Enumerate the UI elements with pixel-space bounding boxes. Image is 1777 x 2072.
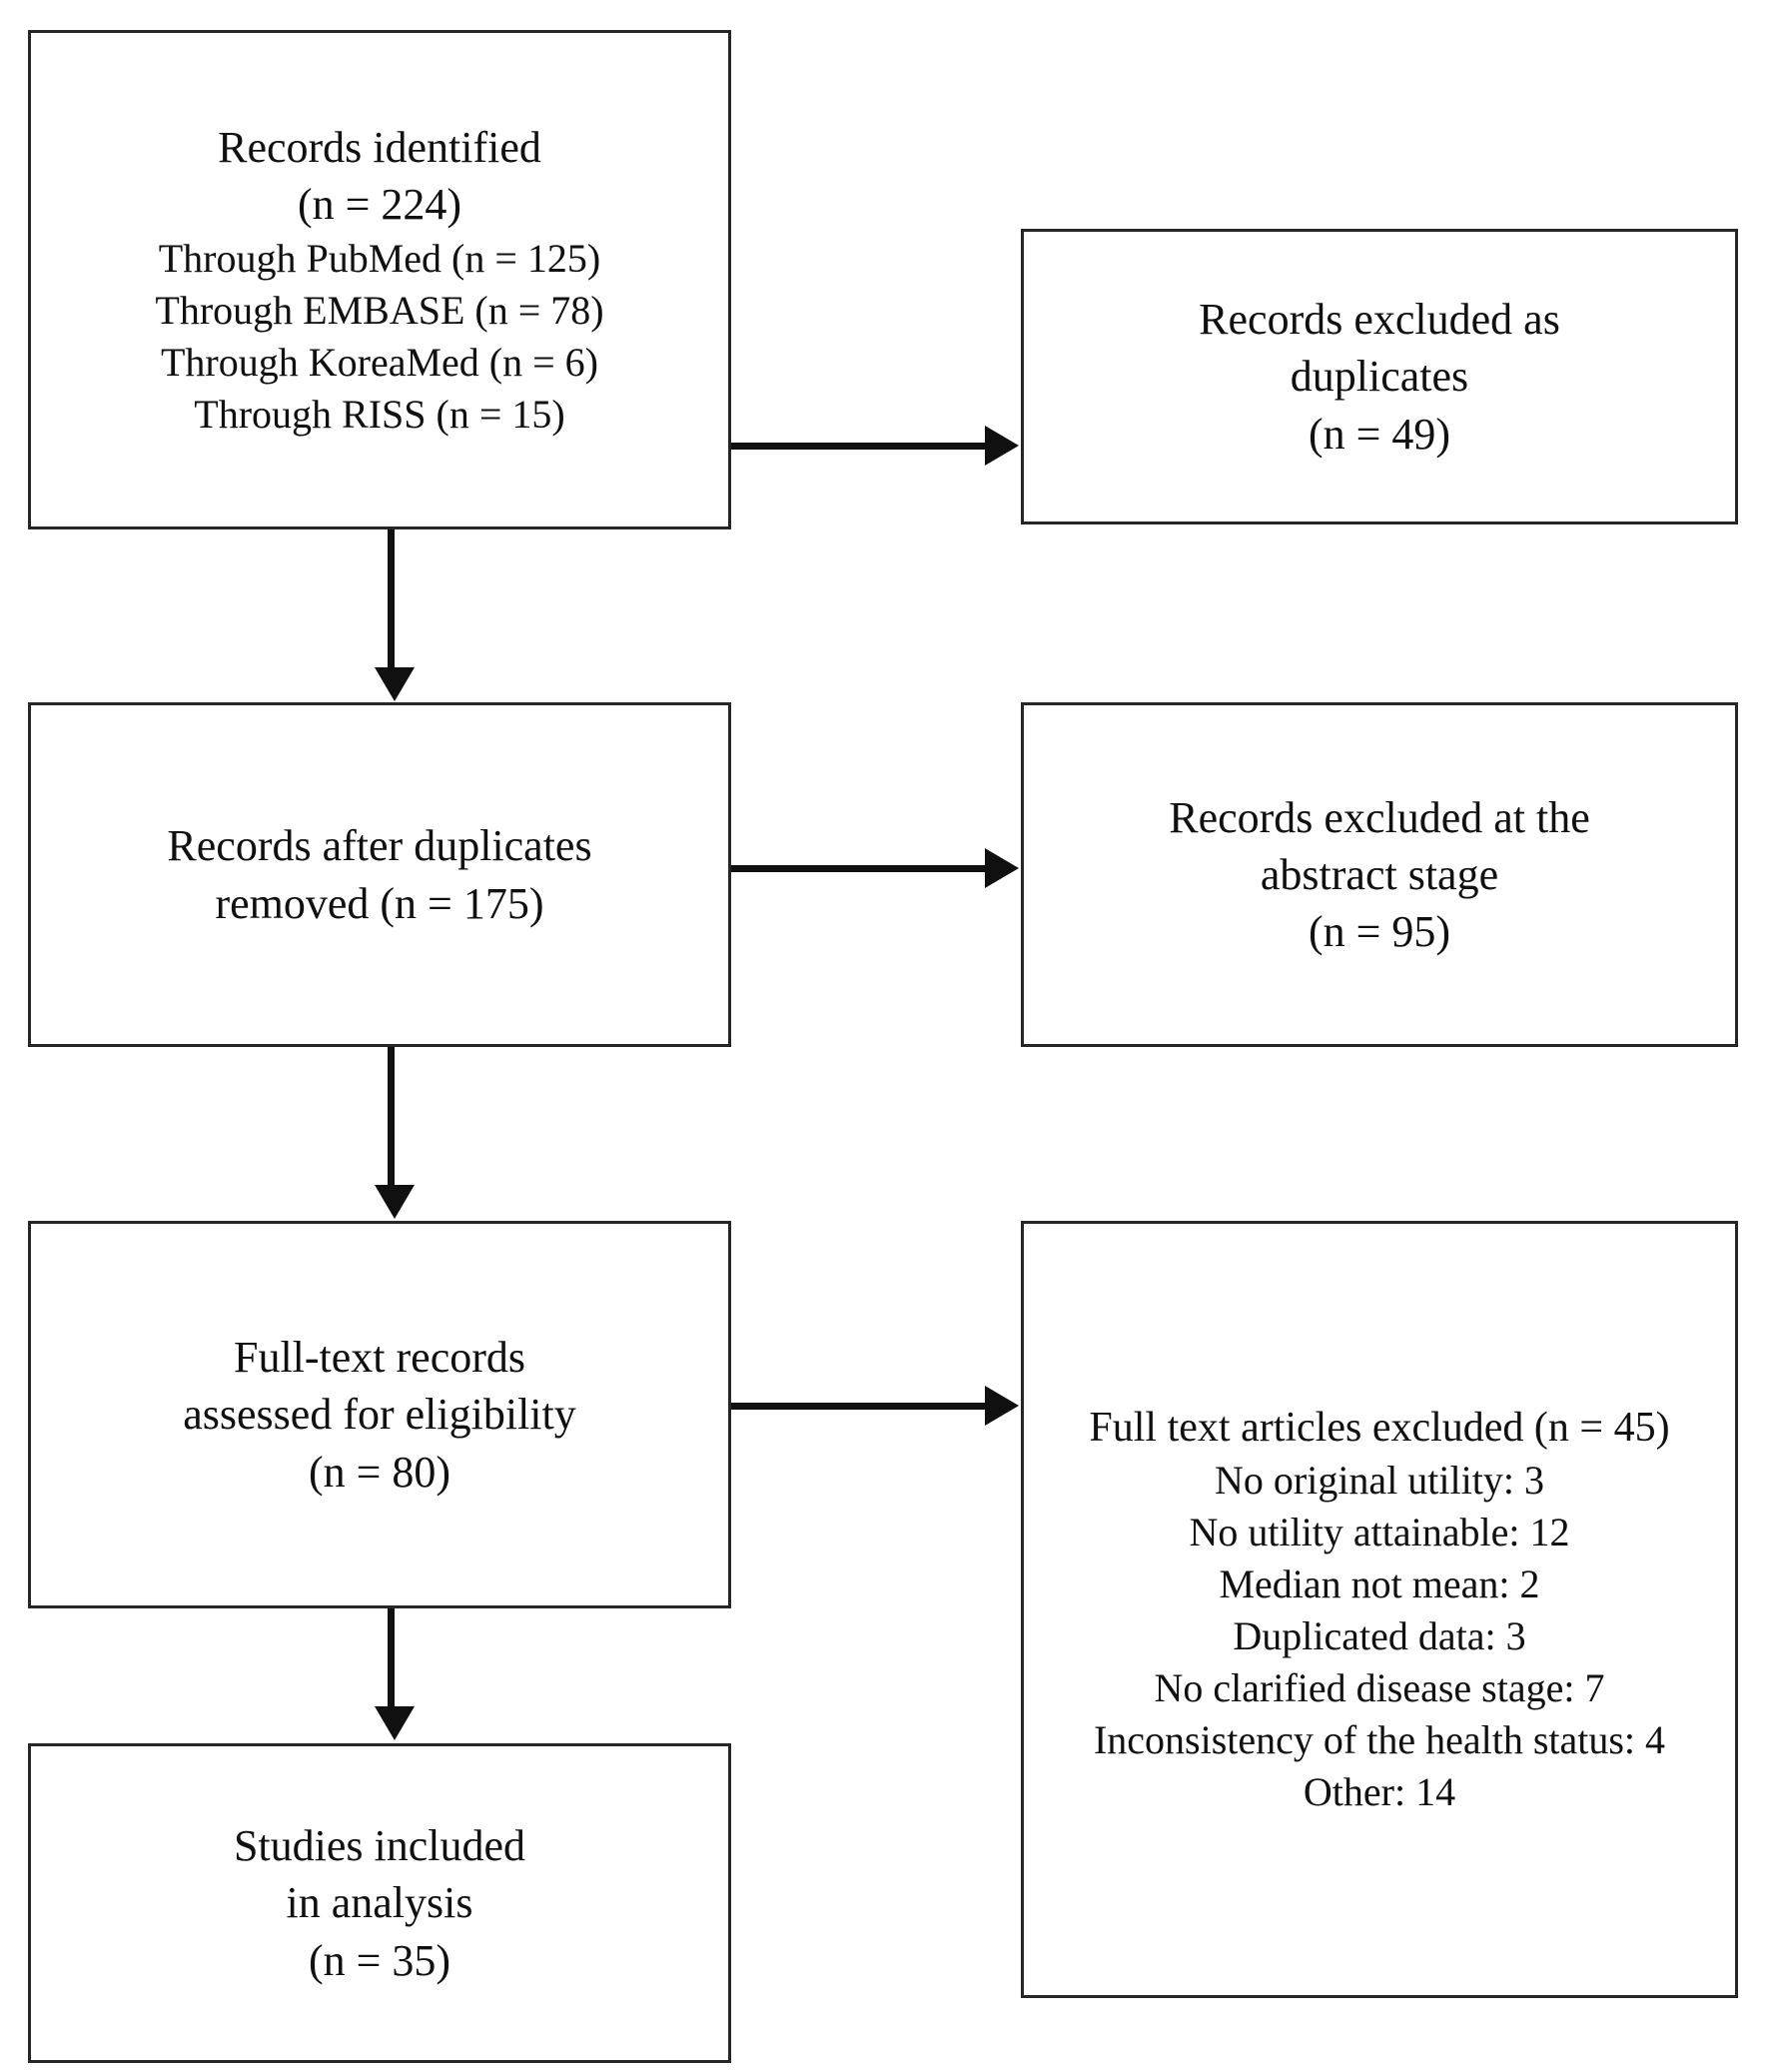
fulltext-assessed-count: (n = 80) bbox=[308, 1447, 451, 1497]
arrow-down-icon-2 bbox=[375, 1185, 415, 1219]
fulltext-assessed-line1: Full-text records bbox=[233, 1333, 526, 1383]
excluded-abstract-line1: Records excluded at the bbox=[1169, 792, 1590, 842]
connector-fulltext-to-excluded-fulltext bbox=[731, 1403, 987, 1410]
arrow-right-icon-1 bbox=[985, 426, 1019, 466]
exclusion-reason-inconsistency-health-status: Inconsistency of the health status: 4 bbox=[1093, 1717, 1666, 1763]
box-excluded-fulltext: Full text articles excluded (n = 45) No … bbox=[1021, 1221, 1738, 1998]
records-after-duplicates-line2: removed (n = 175) bbox=[215, 878, 544, 928]
source-embase: Through EMBASE (n = 78) bbox=[155, 288, 604, 334]
arrow-right-icon-3 bbox=[985, 1386, 1019, 1426]
source-koreamed: Through KoreaMed (n = 6) bbox=[161, 340, 598, 386]
studies-included-count: (n = 35) bbox=[308, 1935, 451, 1985]
arrow-down-icon-1 bbox=[375, 667, 415, 701]
studies-included-line1: Studies included bbox=[233, 1821, 526, 1871]
source-riss: Through RISS (n = 15) bbox=[194, 392, 565, 438]
connector-identified-to-after-duplicates bbox=[388, 529, 395, 669]
box-records-identified: Records identified (n = 224) Through Pub… bbox=[28, 30, 731, 529]
records-identified-total: (n = 224) bbox=[297, 180, 462, 229]
records-identified-title: Records identified bbox=[218, 122, 541, 172]
connector-fulltext-to-included bbox=[388, 1608, 395, 1708]
exclusion-reason-no-clarified-disease-stage: No clarified disease stage: 7 bbox=[1154, 1665, 1605, 1711]
exclusion-reason-median-not-mean: Median not mean: 2 bbox=[1219, 1561, 1540, 1607]
exclusion-reason-no-utility-attainable: No utility attainable: 12 bbox=[1189, 1510, 1570, 1555]
arrow-right-icon-2 bbox=[985, 848, 1019, 888]
box-excluded-duplicates: Records excluded as duplicates (n = 49) bbox=[1021, 229, 1738, 524]
connector-identified-to-excluded-duplicates bbox=[731, 443, 987, 450]
excluded-fulltext-title: Full text articles excluded (n = 45) bbox=[1089, 1404, 1670, 1451]
box-excluded-abstract-stage: Records excluded at the abstract stage (… bbox=[1021, 702, 1738, 1047]
exclusion-reason-other: Other: 14 bbox=[1303, 1769, 1456, 1815]
excluded-abstract-line2: abstract stage bbox=[1260, 849, 1499, 899]
connector-after-duplicates-to-excluded-abstract bbox=[731, 865, 987, 872]
fulltext-assessed-line2: assessed for eligibility bbox=[183, 1390, 576, 1440]
records-after-duplicates-line1: Records after duplicates bbox=[167, 821, 592, 871]
exclusion-reason-duplicated-data: Duplicated data: 3 bbox=[1233, 1613, 1526, 1659]
excluded-duplicates-count: (n = 49) bbox=[1308, 409, 1451, 459]
excluded-abstract-count: (n = 95) bbox=[1308, 907, 1451, 957]
box-studies-included: Studies included in analysis (n = 35) bbox=[28, 1743, 731, 2063]
box-records-after-duplicates: Records after duplicates removed (n = 17… bbox=[28, 702, 731, 1047]
source-pubmed: Through PubMed (n = 125) bbox=[158, 236, 601, 282]
excluded-duplicates-line2: duplicates bbox=[1290, 352, 1469, 402]
excluded-duplicates-line1: Records excluded as bbox=[1199, 295, 1560, 345]
exclusion-reason-no-original-utility: No original utility: 3 bbox=[1215, 1458, 1544, 1504]
studies-included-line2: in analysis bbox=[286, 1878, 473, 1928]
connector-after-duplicates-to-fulltext bbox=[388, 1047, 395, 1187]
box-fulltext-assessed: Full-text records assessed for eligibili… bbox=[28, 1221, 731, 1608]
arrow-down-icon-3 bbox=[375, 1706, 415, 1740]
